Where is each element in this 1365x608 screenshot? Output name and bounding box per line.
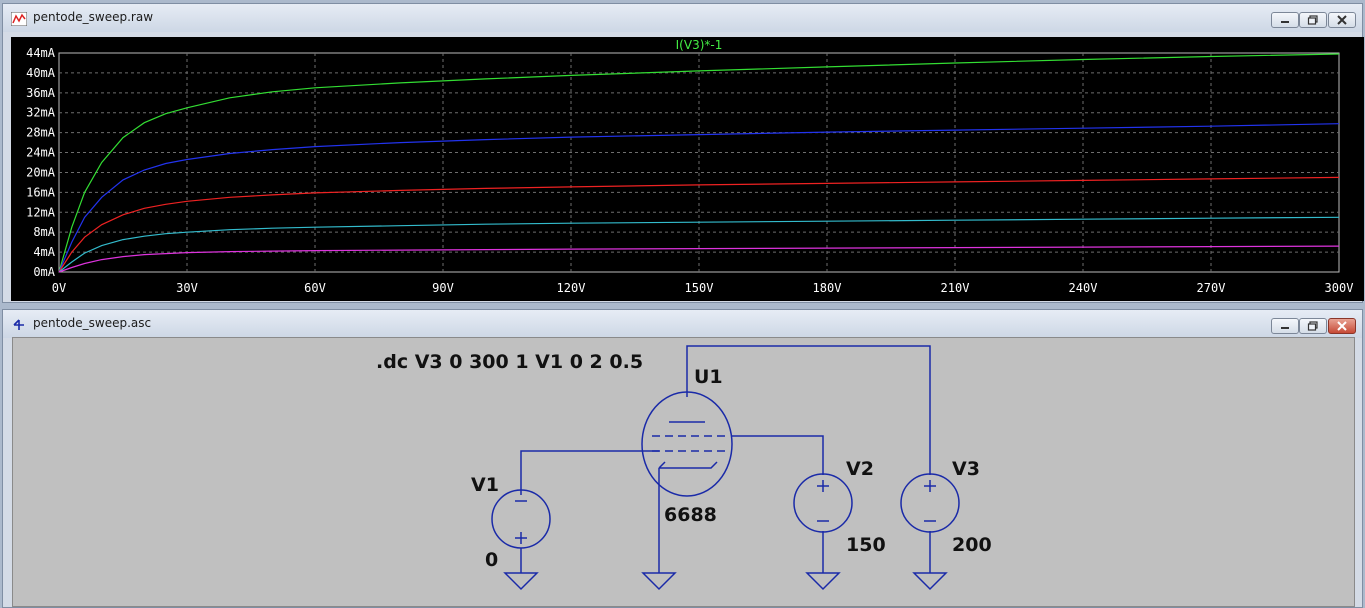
minimize-icon: [1281, 21, 1289, 23]
close-button[interactable]: [1328, 318, 1356, 334]
y-tick-label: 8mA: [33, 225, 55, 239]
series-line-2[interactable]: [58, 123, 1340, 273]
schematic-canvas[interactable]: .dc V3 0 300 1 V1 0 2 0.5 U1 6688 V1 0 V…: [12, 337, 1355, 607]
series-line-5[interactable]: [58, 245, 1340, 273]
y-tick-label: 12mA: [26, 205, 56, 219]
close-icon: [1337, 15, 1347, 25]
source-v1-name[interactable]: V1: [471, 474, 499, 496]
ground-symbol-v1[interactable]: [503, 572, 539, 591]
source-v3-name[interactable]: V3: [952, 458, 980, 480]
ground-symbol-v2[interactable]: [805, 572, 841, 591]
wire-grid-v1[interactable]: [520, 450, 659, 495]
voltage-source-v1[interactable]: [491, 489, 551, 549]
trace-label[interactable]: I(V3)*-1: [676, 38, 723, 52]
source-v2-name[interactable]: V2: [846, 458, 874, 480]
x-tick-label: 270V: [1197, 281, 1226, 295]
schematic-app-icon: [11, 317, 27, 331]
waveform-window: pentode_sweep.raw 0V 30V 60V 90V 120V 150V 180…: [2, 3, 1364, 303]
ground-symbol-cathode[interactable]: [641, 572, 677, 591]
waveform-window-title: pentode_sweep.raw: [33, 10, 154, 24]
y-tick-label: 44mA: [26, 46, 56, 60]
close-icon: [1337, 321, 1347, 331]
wire-screen-v2[interactable]: [731, 435, 824, 475]
y-tick-label: 20mA: [26, 165, 56, 179]
tube-name[interactable]: U1: [694, 366, 723, 388]
y-tick-label: 16mA: [26, 185, 56, 199]
wire-anode-v3[interactable]: [686, 345, 931, 475]
waveform-titlebar[interactable]: pentode_sweep.raw: [3, 4, 1362, 32]
x-tick-label: 300V: [1325, 281, 1354, 295]
source-v3-value[interactable]: 200: [952, 534, 992, 556]
series-line-3[interactable]: [58, 176, 1340, 273]
plot-pane[interactable]: 0V 30V 60V 90V 120V 150V 180V 210V 240V 270V 300V 0…: [11, 37, 1364, 301]
x-tick-label: 180V: [813, 281, 842, 295]
minimize-icon: [1281, 327, 1289, 329]
voltage-source-v2[interactable]: [793, 473, 853, 533]
close-button[interactable]: [1328, 12, 1356, 28]
source-v2-value[interactable]: 150: [846, 534, 886, 556]
minimize-button[interactable]: [1271, 318, 1299, 334]
schematic-window: pentode_sweep.asc .dc V3 0 300 1 V1 0 2 …: [2, 309, 1363, 608]
y-tick-label: 40mA: [26, 66, 56, 80]
x-tick-label: 240V: [1069, 281, 1098, 295]
y-tick-label: 24mA: [26, 146, 56, 160]
tube-value[interactable]: 6688: [664, 504, 717, 526]
y-tick-label: 28mA: [26, 126, 56, 140]
y-tick-label: 0mA: [33, 265, 55, 279]
x-tick-label: 210V: [941, 281, 970, 295]
schematic-drawing[interactable]: .dc V3 0 300 1 V1 0 2 0.5 U1 6688 V1 0 V…: [13, 338, 1356, 606]
plot-background: [11, 37, 1364, 301]
x-tick-label: 120V: [557, 281, 586, 295]
schematic-window-title: pentode_sweep.asc: [33, 316, 152, 330]
schematic-titlebar[interactable]: pentode_sweep.asc: [3, 310, 1362, 338]
maximize-icon: [1307, 321, 1318, 331]
series-line-1[interactable]: [58, 53, 1340, 273]
waveform-app-icon: [10, 11, 28, 27]
x-tick-label: 0V: [52, 281, 66, 295]
x-tick-label: 30V: [176, 281, 198, 295]
ground-symbol-v3[interactable]: [912, 572, 948, 591]
minimize-button[interactable]: [1271, 12, 1299, 28]
y-tick-label: 36mA: [26, 86, 56, 100]
x-tick-label: 150V: [685, 281, 714, 295]
maximize-icon: [1307, 15, 1318, 25]
y-tick-label: 32mA: [26, 106, 56, 120]
y-tick-label: 4mA: [33, 245, 55, 259]
maximize-button[interactable]: [1299, 12, 1327, 28]
maximize-button[interactable]: [1299, 318, 1327, 334]
waveform-plot[interactable]: 0V 30V 60V 90V 120V 150V 180V 210V 240V 270V 300V 0…: [11, 37, 1364, 301]
x-tick-label: 90V: [432, 281, 454, 295]
dc-directive[interactable]: .dc V3 0 300 1 V1 0 2 0.5: [376, 351, 643, 373]
pentode-tube-6688[interactable]: [641, 391, 733, 497]
series-line-4[interactable]: [58, 216, 1340, 273]
x-tick-label: 60V: [304, 281, 326, 295]
source-v1-value[interactable]: 0: [485, 549, 498, 571]
voltage-source-v3[interactable]: [900, 473, 960, 533]
